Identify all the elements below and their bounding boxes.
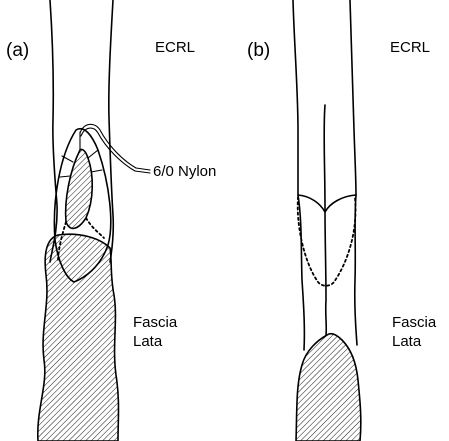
panel-b: (b) ECRL Fascia Lata (247, 0, 437, 441)
suture-label-a: 6/0 Nylon (153, 163, 216, 180)
graft-junction-b (298, 195, 356, 212)
panel-a-ecrl-label: ECRL (155, 39, 195, 56)
fascia-label-b-line1: Fascia (392, 314, 437, 331)
fascia-label-a-line2: Lata (133, 333, 163, 350)
panel-b-ecrl-label: ECRL (390, 39, 430, 56)
panel-a-letter: (a) (6, 40, 29, 61)
ecrl-tendon-b (293, 0, 357, 350)
graft-window-a (66, 149, 93, 228)
fascia-lata-a (38, 234, 119, 441)
panel-b-letter: (b) (247, 40, 270, 61)
panel-a: (a) ECRL 6/0 Nylon Fascia L (6, 0, 216, 441)
fascia-label-a-line1: Fascia (133, 314, 178, 331)
fascia-label-b-line2: Lata (392, 333, 422, 350)
fascia-lata-b (296, 334, 361, 441)
